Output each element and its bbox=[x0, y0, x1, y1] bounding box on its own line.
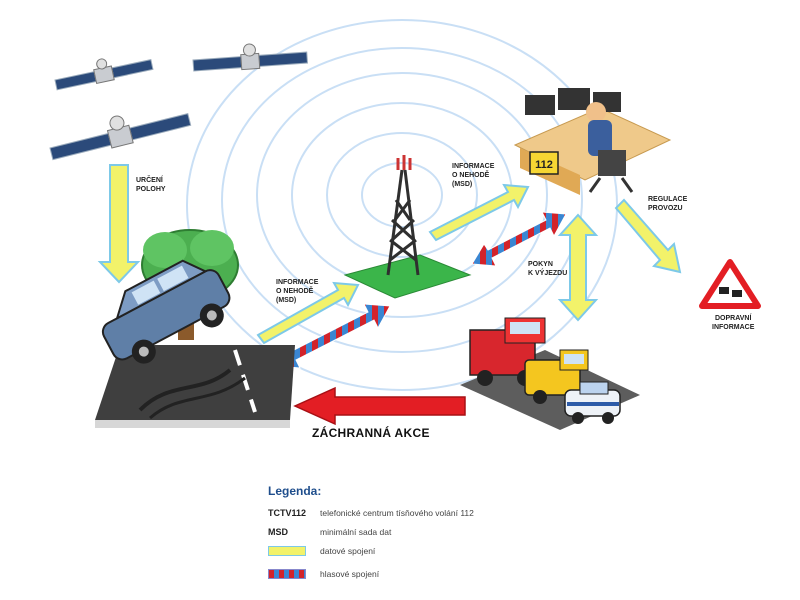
rescue-arrow bbox=[293, 386, 466, 426]
radio-waves bbox=[186, 19, 618, 391]
label-regulace: REGULACE PROVOZU bbox=[648, 196, 688, 212]
legend-title: Legenda: bbox=[268, 484, 322, 498]
warning-sign-icon bbox=[699, 259, 761, 309]
operator-icon: 112 bbox=[513, 88, 672, 195]
satellite-icon bbox=[54, 58, 154, 91]
center-badge: 112 bbox=[535, 159, 553, 171]
data-link-arrows bbox=[97, 164, 682, 345]
label-dopravni: DOPRAVNÍ INFORMACE bbox=[712, 315, 755, 331]
label-pokyn: POKYN K VÝJEZDU bbox=[528, 261, 568, 277]
label-zachranna: ZÁCHRANNÁ AKCE bbox=[312, 426, 430, 440]
data-link-swatch bbox=[268, 545, 306, 556]
legend-key: MSD bbox=[268, 526, 288, 537]
legend-row: datové spojení bbox=[268, 541, 568, 560]
car-crash-icon bbox=[101, 259, 231, 364]
label-urceni-polohy: URČENÍ POLOHY bbox=[136, 177, 166, 193]
legend-key: TCTV112 bbox=[268, 507, 307, 518]
legend-value: hlasové spojení bbox=[320, 568, 380, 579]
legend-value: minimální sada dat bbox=[320, 526, 392, 537]
legend-value: datové spojení bbox=[320, 545, 376, 556]
tower-icon bbox=[343, 155, 472, 299]
legend-row: MSD minimální sada dat bbox=[268, 522, 568, 541]
label-info-msd-top: INFORMACE O NEHODĚ (MSD) bbox=[452, 163, 495, 188]
legend-value: telefonické centrum tísňového volání 112 bbox=[320, 507, 474, 518]
satellite-icon bbox=[49, 113, 192, 161]
road bbox=[95, 345, 295, 428]
satellite-icon bbox=[192, 43, 309, 72]
police-car-icon bbox=[564, 381, 621, 424]
legend-row: hlasové spojení bbox=[268, 564, 568, 583]
voice-link-swatch bbox=[268, 568, 306, 579]
legend: Legenda: TCTV112 telefonické centrum tís… bbox=[268, 484, 568, 583]
legend-row: TCTV112 telefonické centrum tísňového vo… bbox=[268, 503, 568, 522]
label-info-msd-left: INFORMACE O NEHODĚ (MSD) bbox=[276, 279, 319, 304]
